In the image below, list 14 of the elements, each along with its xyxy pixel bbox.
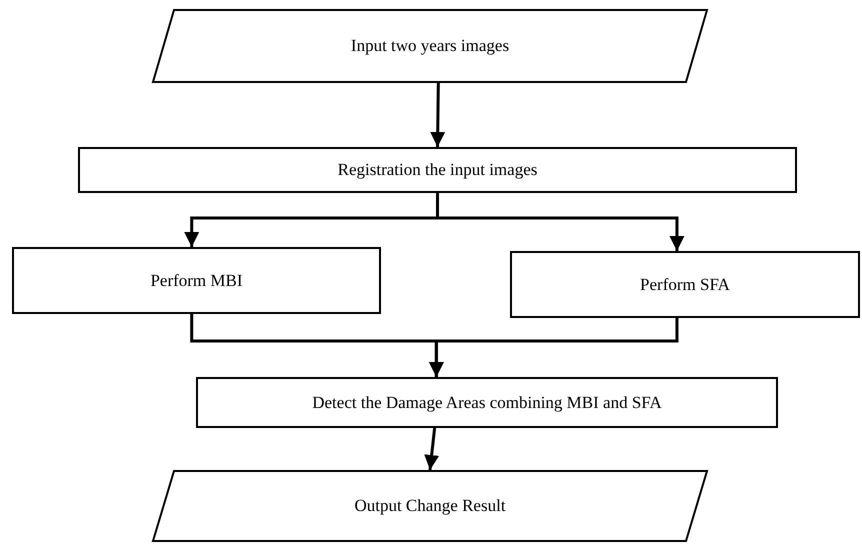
process-box: [510, 251, 860, 318]
node-label: Detect the Damage Areas combining MBI and SFA: [312, 392, 662, 412]
process-box: [78, 147, 797, 193]
node-label: Input two years images: [350, 36, 510, 56]
arrow: [430, 82, 446, 148]
node-label: Output Change Result: [354, 496, 506, 516]
arrow: [424, 428, 440, 470]
node-label: Perform SFA: [640, 274, 730, 294]
node-label: Perform MBI: [150, 270, 243, 290]
arrow: [436, 193, 684, 251]
node-label: Registration the input images: [338, 160, 538, 180]
arrow: [428, 318, 678, 377]
process-box: [12, 247, 381, 314]
process-box: [196, 377, 778, 428]
